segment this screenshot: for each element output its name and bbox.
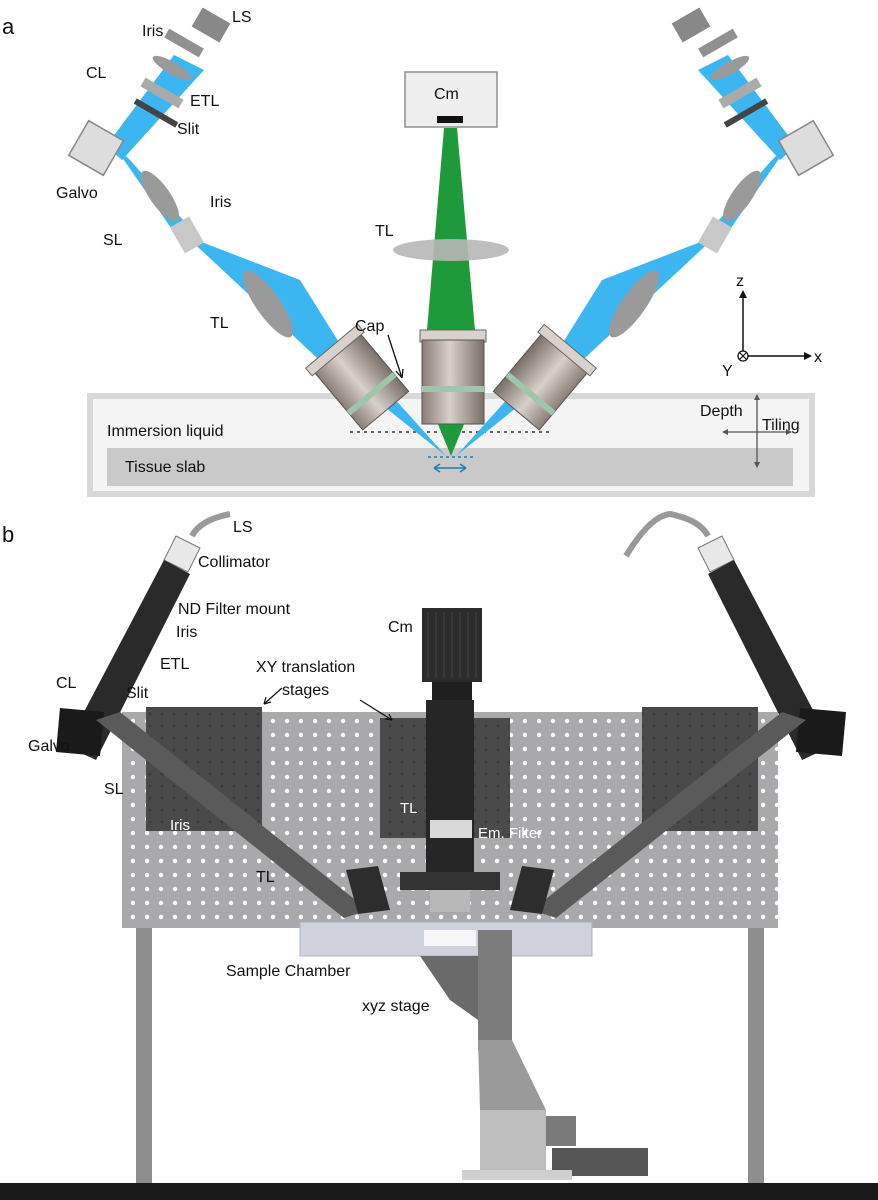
label-immersion-liquid: Immersion liquid: [107, 423, 223, 440]
label-tl-center: TL: [375, 223, 394, 240]
label-slit: Slit: [177, 121, 200, 138]
table-surface: [0, 1183, 878, 1200]
em-filter-component: [430, 820, 472, 838]
label-etl: ETL: [190, 93, 219, 110]
label-b-cm: Cm: [388, 619, 413, 636]
illumination-tube-left: [96, 712, 368, 918]
depth-tiling-arrows-icon: [722, 394, 792, 468]
label-b-ls: LS: [233, 519, 253, 536]
label-b-xyz-stage: xyz stage: [362, 998, 430, 1015]
xyz-stage: [420, 930, 648, 1180]
objective-mount: [400, 872, 500, 890]
label-cl: CL: [86, 65, 107, 82]
tube-lens-left: [243, 270, 293, 338]
scan-arrow-icon: [433, 463, 467, 473]
camera-sensor: [437, 116, 463, 123]
laser-source: [191, 7, 231, 43]
cl-component: [140, 77, 184, 109]
panel-a: a: [2, 7, 835, 497]
panel-a-letter: a: [2, 14, 15, 39]
cap-arrow: [387, 334, 403, 379]
label-b-em-filter: Em. Filter: [478, 825, 542, 842]
label-b-tl-center: TL: [400, 800, 418, 817]
xy-stage-arrow-center: [359, 699, 393, 721]
beam-segment-1: [106, 55, 204, 160]
label-b-slit: Slit: [126, 685, 149, 702]
left-illumination-arm: [67, 7, 446, 456]
axes-icon: [737, 290, 812, 362]
label-tl-left: TL: [210, 315, 229, 332]
label-cap: Cap: [355, 318, 384, 335]
label-galvo: Galvo: [56, 185, 98, 202]
galvo-right: [796, 708, 846, 756]
objective-right-b: [510, 866, 554, 914]
tube-lens-center: [393, 239, 509, 261]
fiber-left: [189, 511, 231, 538]
label-b-galvo: Galvo: [28, 738, 70, 755]
label-b-xy-stages-1: XY translation: [256, 659, 355, 676]
emission-beam: [427, 128, 475, 330]
collimator-left: [163, 535, 201, 573]
label-b-iris-top: Iris: [176, 624, 197, 641]
label-b-xy-stages-2: stages: [282, 682, 329, 699]
label-b-sample-chamber: Sample Chamber: [226, 963, 351, 980]
label-b-cl: CL: [56, 675, 77, 692]
left-arm-hardware: [56, 511, 390, 918]
objective-left-b: [346, 866, 390, 914]
label-iris-top: Iris: [142, 23, 163, 40]
collimator-right: [697, 535, 735, 573]
label-iris-mid: Iris: [210, 194, 231, 211]
axis-y-label: Y: [722, 363, 733, 380]
label-b-tl-left: TL: [256, 869, 275, 886]
label-depth: Depth: [700, 403, 743, 420]
cage-rail-left: [66, 560, 190, 760]
fiber-right: [623, 510, 711, 558]
galvo-left: [56, 708, 104, 756]
right-arm-hardware: [510, 510, 846, 918]
arrowhead-center-icon: [384, 713, 393, 721]
iris-mid-component: [169, 216, 205, 254]
illumination-tube-right: [532, 712, 806, 918]
label-sl: SL: [103, 232, 123, 249]
label-b-iris-board: Iris: [170, 817, 190, 834]
xy-stage-arrow-left: [263, 687, 283, 705]
right-illumination-arm: [456, 7, 835, 456]
scan-lens: [140, 170, 180, 222]
left-objective: [304, 323, 410, 431]
label-b-collimator: Collimator: [198, 554, 271, 571]
label-b-sl: SL: [104, 781, 124, 798]
galvo-mirror: [67, 119, 125, 177]
right-post: [748, 928, 764, 1183]
left-post: [136, 928, 152, 1183]
detection-tube: [426, 700, 474, 876]
label-ls: LS: [232, 9, 252, 26]
camera-fins: [427, 612, 477, 678]
slit-component: [133, 98, 179, 128]
tissue-slab: [107, 448, 793, 486]
center-objective: [419, 329, 487, 425]
etl-component: [152, 55, 192, 81]
arrowhead-left-icon: [263, 696, 272, 705]
camera-adapter: [432, 682, 472, 700]
panel-b-letter: b: [2, 522, 14, 547]
label-b-etl: ETL: [160, 656, 189, 673]
axis-x-label: x: [814, 349, 822, 366]
center-objective-b: [430, 890, 470, 912]
iris-component: [164, 28, 204, 58]
label-cm: Cm: [434, 86, 459, 103]
cap-arrowhead-icon: [395, 368, 404, 379]
label-tissue-slab: Tissue slab: [125, 459, 205, 476]
panel-b: b: [0, 510, 878, 1200]
axis-z-label: z: [736, 273, 744, 290]
label-tiling: Tiling: [762, 417, 800, 434]
label-b-nd-filter: ND Filter mount: [178, 601, 291, 618]
